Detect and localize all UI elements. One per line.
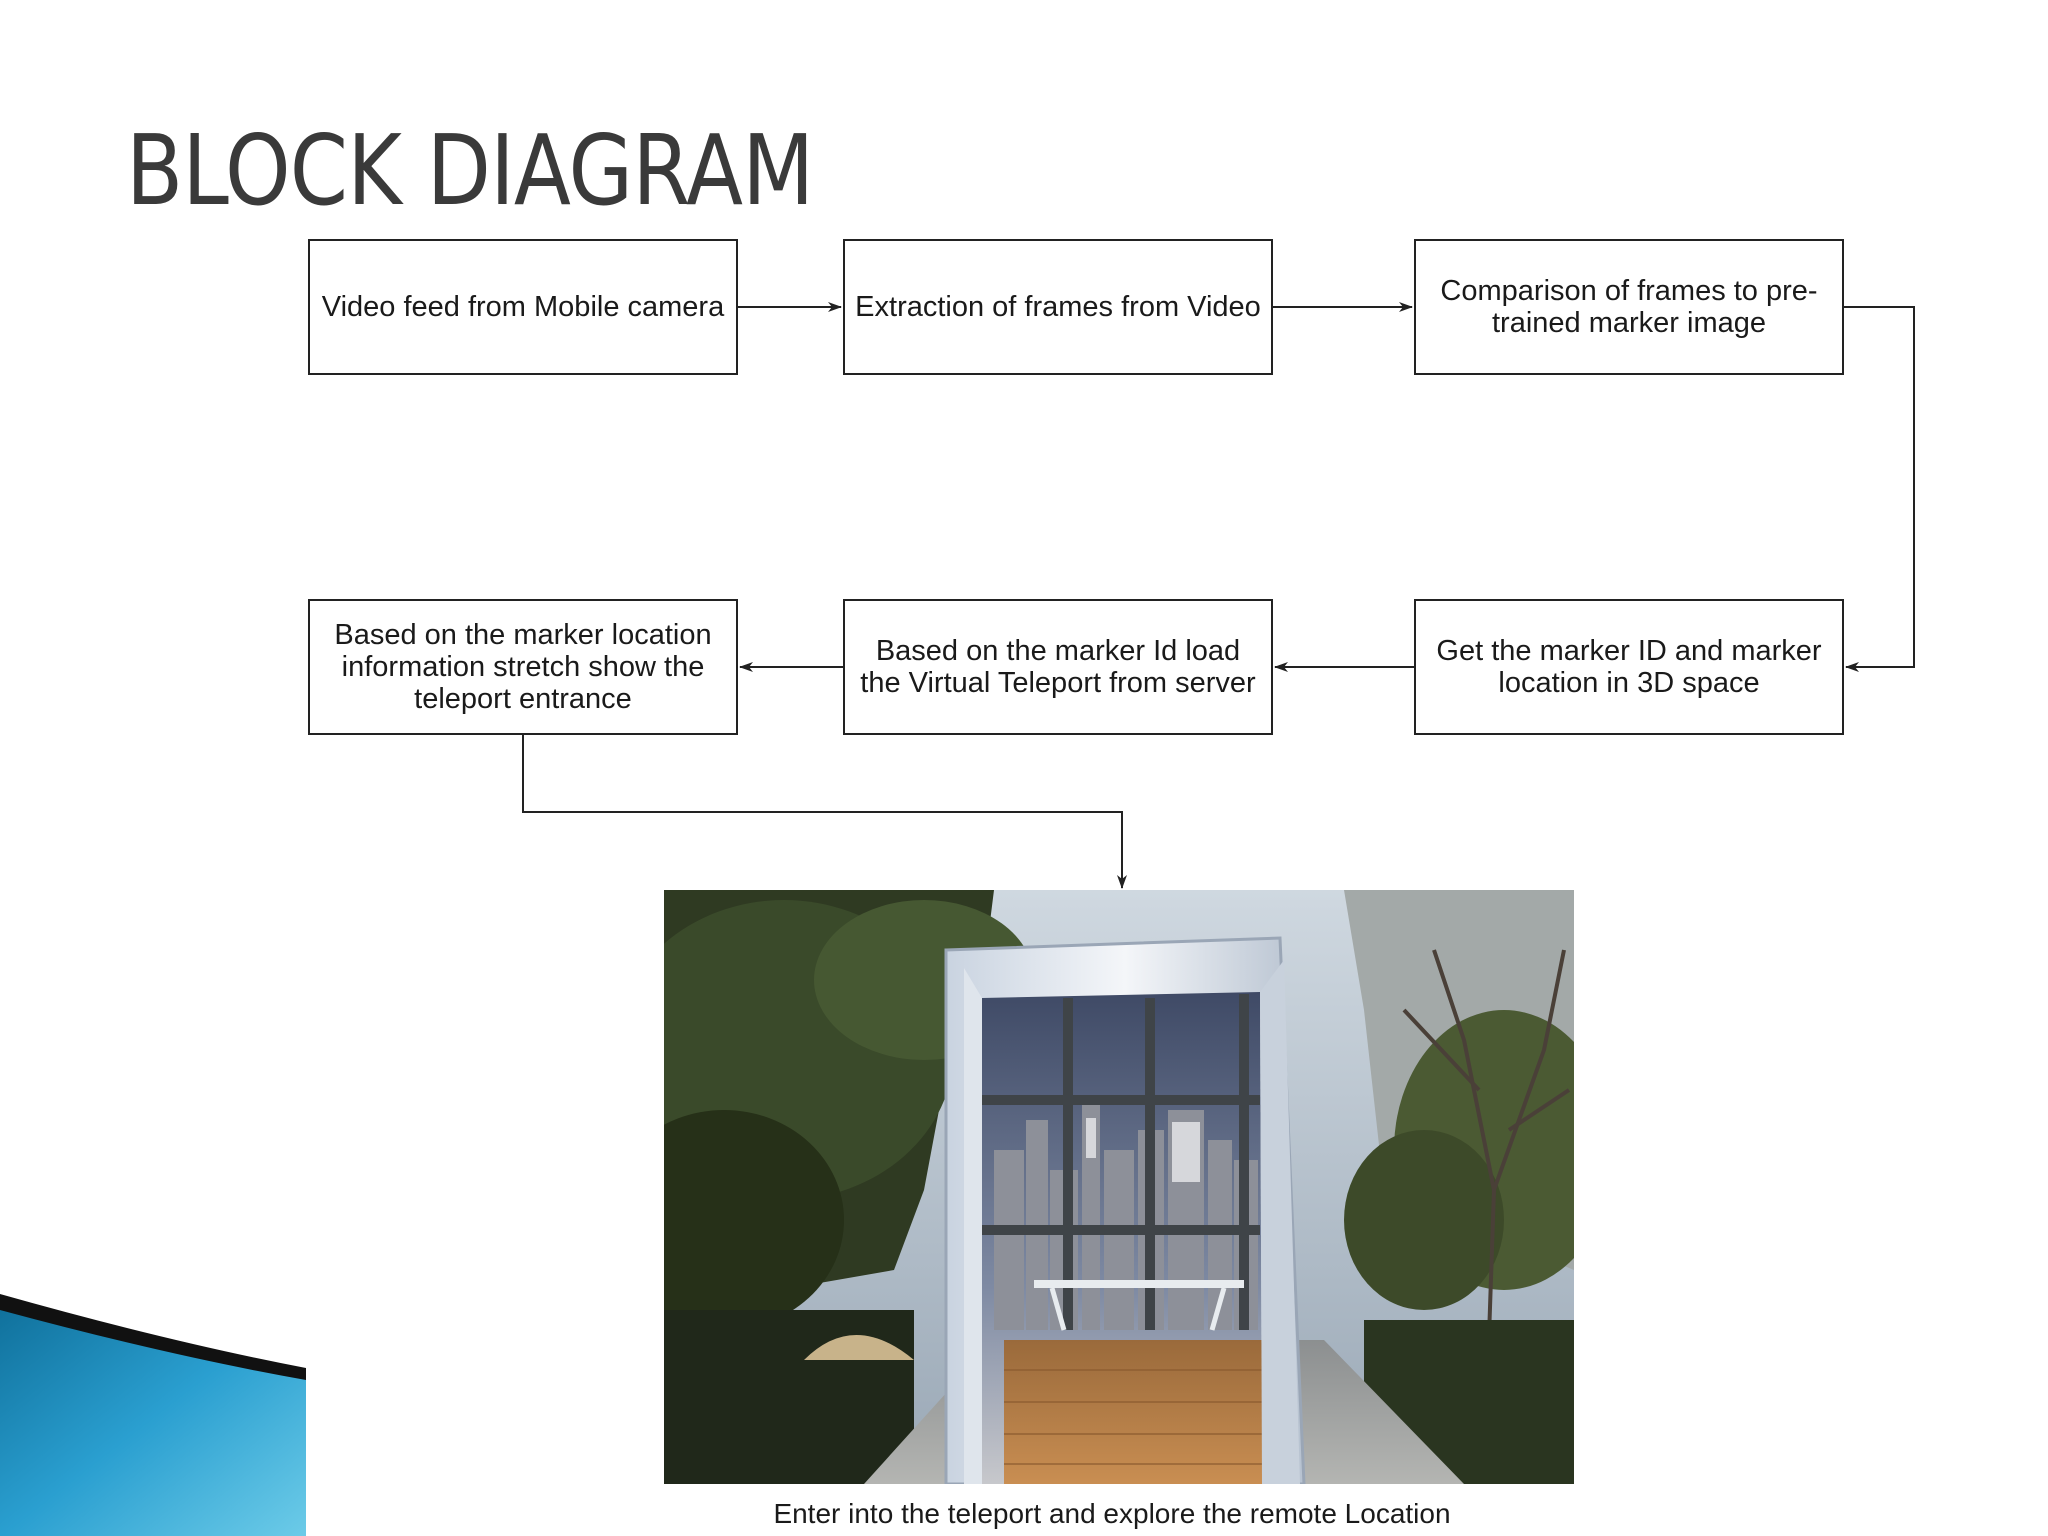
block-get-marker: Get the marker ID and marker location in… [1414, 599, 1844, 735]
arrow-compare-to-marker [1844, 306, 1915, 672]
block-load-teleport: Based on the marker Id load the Virtual … [843, 599, 1273, 735]
teleport-doorway-photo [664, 890, 1574, 1484]
block-video-feed: Video feed from Mobile camera [308, 239, 738, 375]
photo-caption: Enter into the teleport and explore the … [773, 1498, 1451, 1529]
block-show-entrance: Based on the marker location information… [308, 599, 738, 735]
block-extract-frames: Extraction of frames from Video [843, 239, 1273, 375]
slide-title: BLOCK DIAGRAM [126, 114, 814, 227]
blue-swoosh-icon [0, 1294, 306, 1536]
arrow-show-to-photo [522, 735, 1127, 889]
block-compare-frames: Comparison of frames to pre-trained mark… [1414, 239, 1844, 375]
